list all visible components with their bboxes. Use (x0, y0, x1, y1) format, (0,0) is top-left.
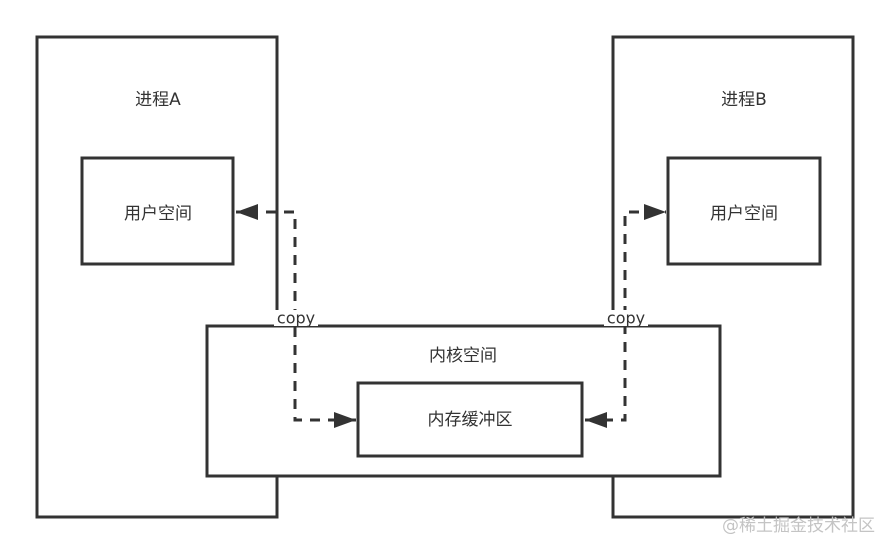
arrowhead-left-buffer (334, 412, 356, 428)
kernel-space-label: 内核空间 (429, 346, 497, 366)
arrowhead-right-buffer (585, 412, 607, 428)
process-b-user-space-label: 用户空间 (710, 204, 778, 224)
arrowhead-right-user (644, 204, 666, 220)
watermark: @稀土掘金技术社区 (722, 516, 875, 536)
copy-label-left: copy (277, 309, 315, 328)
process-b-user-space-box (666, 156, 822, 266)
copy-label-right-bg (604, 310, 648, 326)
process-a-user-space-box (80, 156, 235, 266)
copy-label-right: copy (607, 309, 645, 328)
arrowhead-left-user (236, 204, 258, 220)
process-a-title: 进程A (135, 90, 181, 110)
memory-buffer-label: 内存缓冲区 (428, 410, 513, 430)
memory-buffer-box (356, 381, 584, 458)
copy-label-left-bg (274, 310, 318, 326)
process-a-user-space-label: 用户空间 (124, 204, 192, 224)
process-b-title: 进程B (721, 90, 767, 110)
